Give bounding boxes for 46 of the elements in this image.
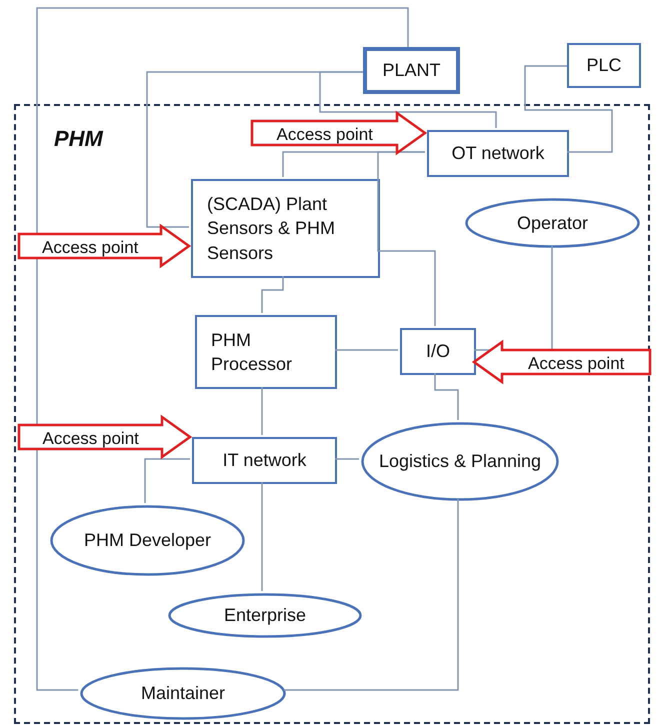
edge-label: Access point xyxy=(42,430,139,446)
connector xyxy=(144,458,190,503)
edge-label: Access point xyxy=(276,126,373,142)
connector xyxy=(524,65,613,153)
block-arrow xyxy=(18,414,192,460)
node-label: OT network xyxy=(452,142,544,166)
ellipse-node xyxy=(168,593,362,638)
process-box xyxy=(363,47,460,94)
edge-label: Access point xyxy=(42,238,138,256)
node-label: Logistics & Planning xyxy=(378,450,542,474)
connector xyxy=(335,349,398,351)
node-label: Enterprise xyxy=(224,604,306,628)
block-arrow xyxy=(472,340,652,384)
ellipse-node xyxy=(361,422,559,501)
connector xyxy=(284,499,459,691)
connector xyxy=(377,151,436,326)
process-box xyxy=(191,179,380,278)
connector xyxy=(36,7,409,691)
connector xyxy=(261,387,263,435)
node-label: PHM Developer xyxy=(84,529,212,552)
connector xyxy=(261,482,263,591)
node-label: Maintainer xyxy=(140,682,226,706)
ellipse-node xyxy=(465,198,640,248)
ellipse-node xyxy=(50,505,245,576)
process-box xyxy=(567,43,641,88)
block-arrow xyxy=(18,224,192,268)
region-title: PHM xyxy=(54,125,103,153)
node-label: I/O xyxy=(426,340,450,364)
node-label: Operator xyxy=(516,212,588,235)
process-box xyxy=(195,315,337,389)
node-label: PHM Processor xyxy=(211,328,294,376)
process-box xyxy=(400,328,476,375)
node-label: PLANT xyxy=(382,59,441,82)
block-arrow xyxy=(250,110,428,156)
ellipse-node xyxy=(80,667,286,720)
connector xyxy=(335,458,359,460)
boundary-region xyxy=(14,104,650,724)
node-label: (SCADA) Plant Sensors & PHM Sensors xyxy=(207,193,336,265)
node-label: PLC xyxy=(586,54,622,78)
connector xyxy=(434,373,459,420)
node-label: IT network xyxy=(222,449,306,472)
connector xyxy=(261,276,284,313)
process-box xyxy=(192,437,337,484)
process-box xyxy=(427,130,569,177)
edge-label: Access point xyxy=(528,354,624,372)
connector xyxy=(319,71,497,128)
